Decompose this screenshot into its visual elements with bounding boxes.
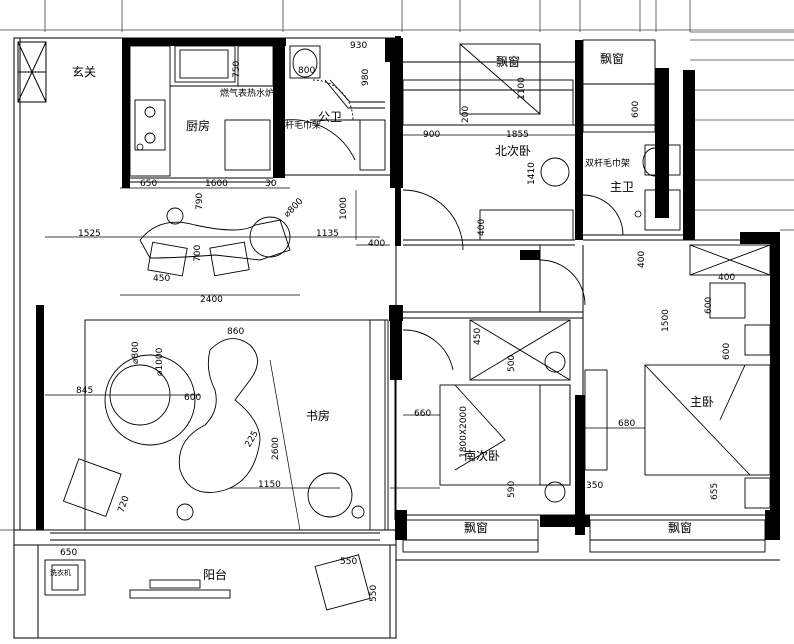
- dim-1100: 1100: [517, 77, 527, 100]
- master-bath-fixtures: [582, 39, 681, 236]
- room-label-master-bath: 主卫: [610, 180, 635, 194]
- dim-1525: 1525: [78, 229, 101, 239]
- dim-2600: 2600: [271, 437, 281, 460]
- south-bedroom-fixtures: [402, 319, 571, 503]
- dim-980: 980: [361, 68, 371, 86]
- room-label-kitchen: 厨房: [186, 119, 211, 133]
- room-label-study: 书房: [306, 409, 331, 423]
- floor-drains: [136, 104, 642, 218]
- dim-1135: 1135: [316, 229, 339, 239]
- dim-600-a: 600: [184, 393, 202, 403]
- kitchen-note: 燃气表热水炉: [220, 89, 275, 99]
- dim-660: 660: [414, 409, 432, 419]
- dim-450-a: 450: [153, 274, 171, 284]
- public-bath-fixtures: [284, 45, 386, 171]
- bed-size-label: 1800X2000: [459, 406, 469, 458]
- dim-680: 680: [618, 419, 636, 429]
- dim-1855: 1855: [506, 130, 529, 140]
- dim-790: 790: [195, 192, 205, 210]
- north-bedroom-fixtures: [402, 43, 574, 251]
- dim-600-mb: 600: [631, 100, 641, 118]
- dim-1150: 1150: [258, 480, 281, 490]
- dimension-lines: [45, 134, 645, 531]
- room-label-bay-window-ne: 飘窗: [600, 52, 625, 66]
- living-furniture: [62, 207, 389, 531]
- dim-750: 750: [232, 60, 242, 78]
- dim-655: 655: [710, 482, 720, 500]
- dim-700: 700: [193, 244, 203, 262]
- room-label-master-bedroom: 主卧: [690, 395, 715, 409]
- towel-rack-label-2: 双杆毛巾架: [585, 159, 631, 169]
- kitchen-fixtures: [129, 45, 274, 177]
- dim-1000-h: 1000: [339, 197, 349, 220]
- dim-650-kitchen: 650: [140, 179, 158, 189]
- dim-400-b: 400: [477, 218, 487, 236]
- dim-400-c: 400: [637, 250, 647, 268]
- room-label-bay-window-nw: 飘窗: [496, 55, 521, 69]
- dim-800-circle: ⌀800: [131, 341, 141, 364]
- dim-650-balcony: 650: [60, 548, 78, 558]
- dim-860: 860: [227, 327, 245, 337]
- dim-930: 930: [350, 41, 368, 51]
- dim-500: 500: [507, 354, 517, 372]
- room-label-entry: 玄关: [72, 65, 97, 79]
- dim-30: 30: [265, 179, 277, 189]
- dim-200: 200: [461, 105, 471, 123]
- dim-590: 590: [507, 480, 517, 498]
- master-bedroom-fixtures: [539, 244, 771, 509]
- dim-600-c: 600: [704, 296, 714, 314]
- room-label-south-bedroom: 南次卧: [464, 449, 501, 463]
- washer-label: 洗衣机: [50, 569, 71, 577]
- solid-walls: [36, 36, 780, 540]
- dim-900: 900: [423, 130, 441, 140]
- entry-cabinet: [17, 41, 47, 103]
- dim-1600: 1600: [205, 179, 228, 189]
- room-label-public-bath: 公卫: [318, 110, 343, 124]
- dim-845: 845: [76, 386, 94, 396]
- towel-rack-label-1: 双杆毛巾架: [276, 121, 322, 131]
- room-label-north-bedroom: 北次卧: [495, 144, 532, 158]
- dim-1000-circle: ⌀1000: [155, 347, 165, 376]
- dim-350: 350: [586, 481, 604, 491]
- dim-550-b: 550: [369, 584, 379, 602]
- dim-450-b: 450: [473, 327, 483, 345]
- balcony-fixtures: [44, 554, 371, 611]
- grid-lines: [0, 0, 794, 531]
- dim-400-mb: 400: [718, 273, 736, 283]
- partitions: [130, 61, 780, 520]
- dim-400-a: 400: [368, 239, 386, 249]
- dim-1500: 1500: [661, 309, 671, 332]
- room-label-bay-window-s2: 飘窗: [668, 521, 693, 535]
- dim-550-a: 550: [340, 557, 358, 567]
- dim-2400: 2400: [200, 295, 223, 305]
- dim-600-d: 600: [722, 342, 732, 360]
- south-windows: [50, 519, 766, 553]
- dim-1410: 1410: [527, 162, 537, 185]
- room-label-balcony: 阳台: [203, 568, 228, 582]
- room-label-bay-window-s1: 飘窗: [464, 521, 489, 535]
- dim-800-wc: 800: [298, 66, 316, 76]
